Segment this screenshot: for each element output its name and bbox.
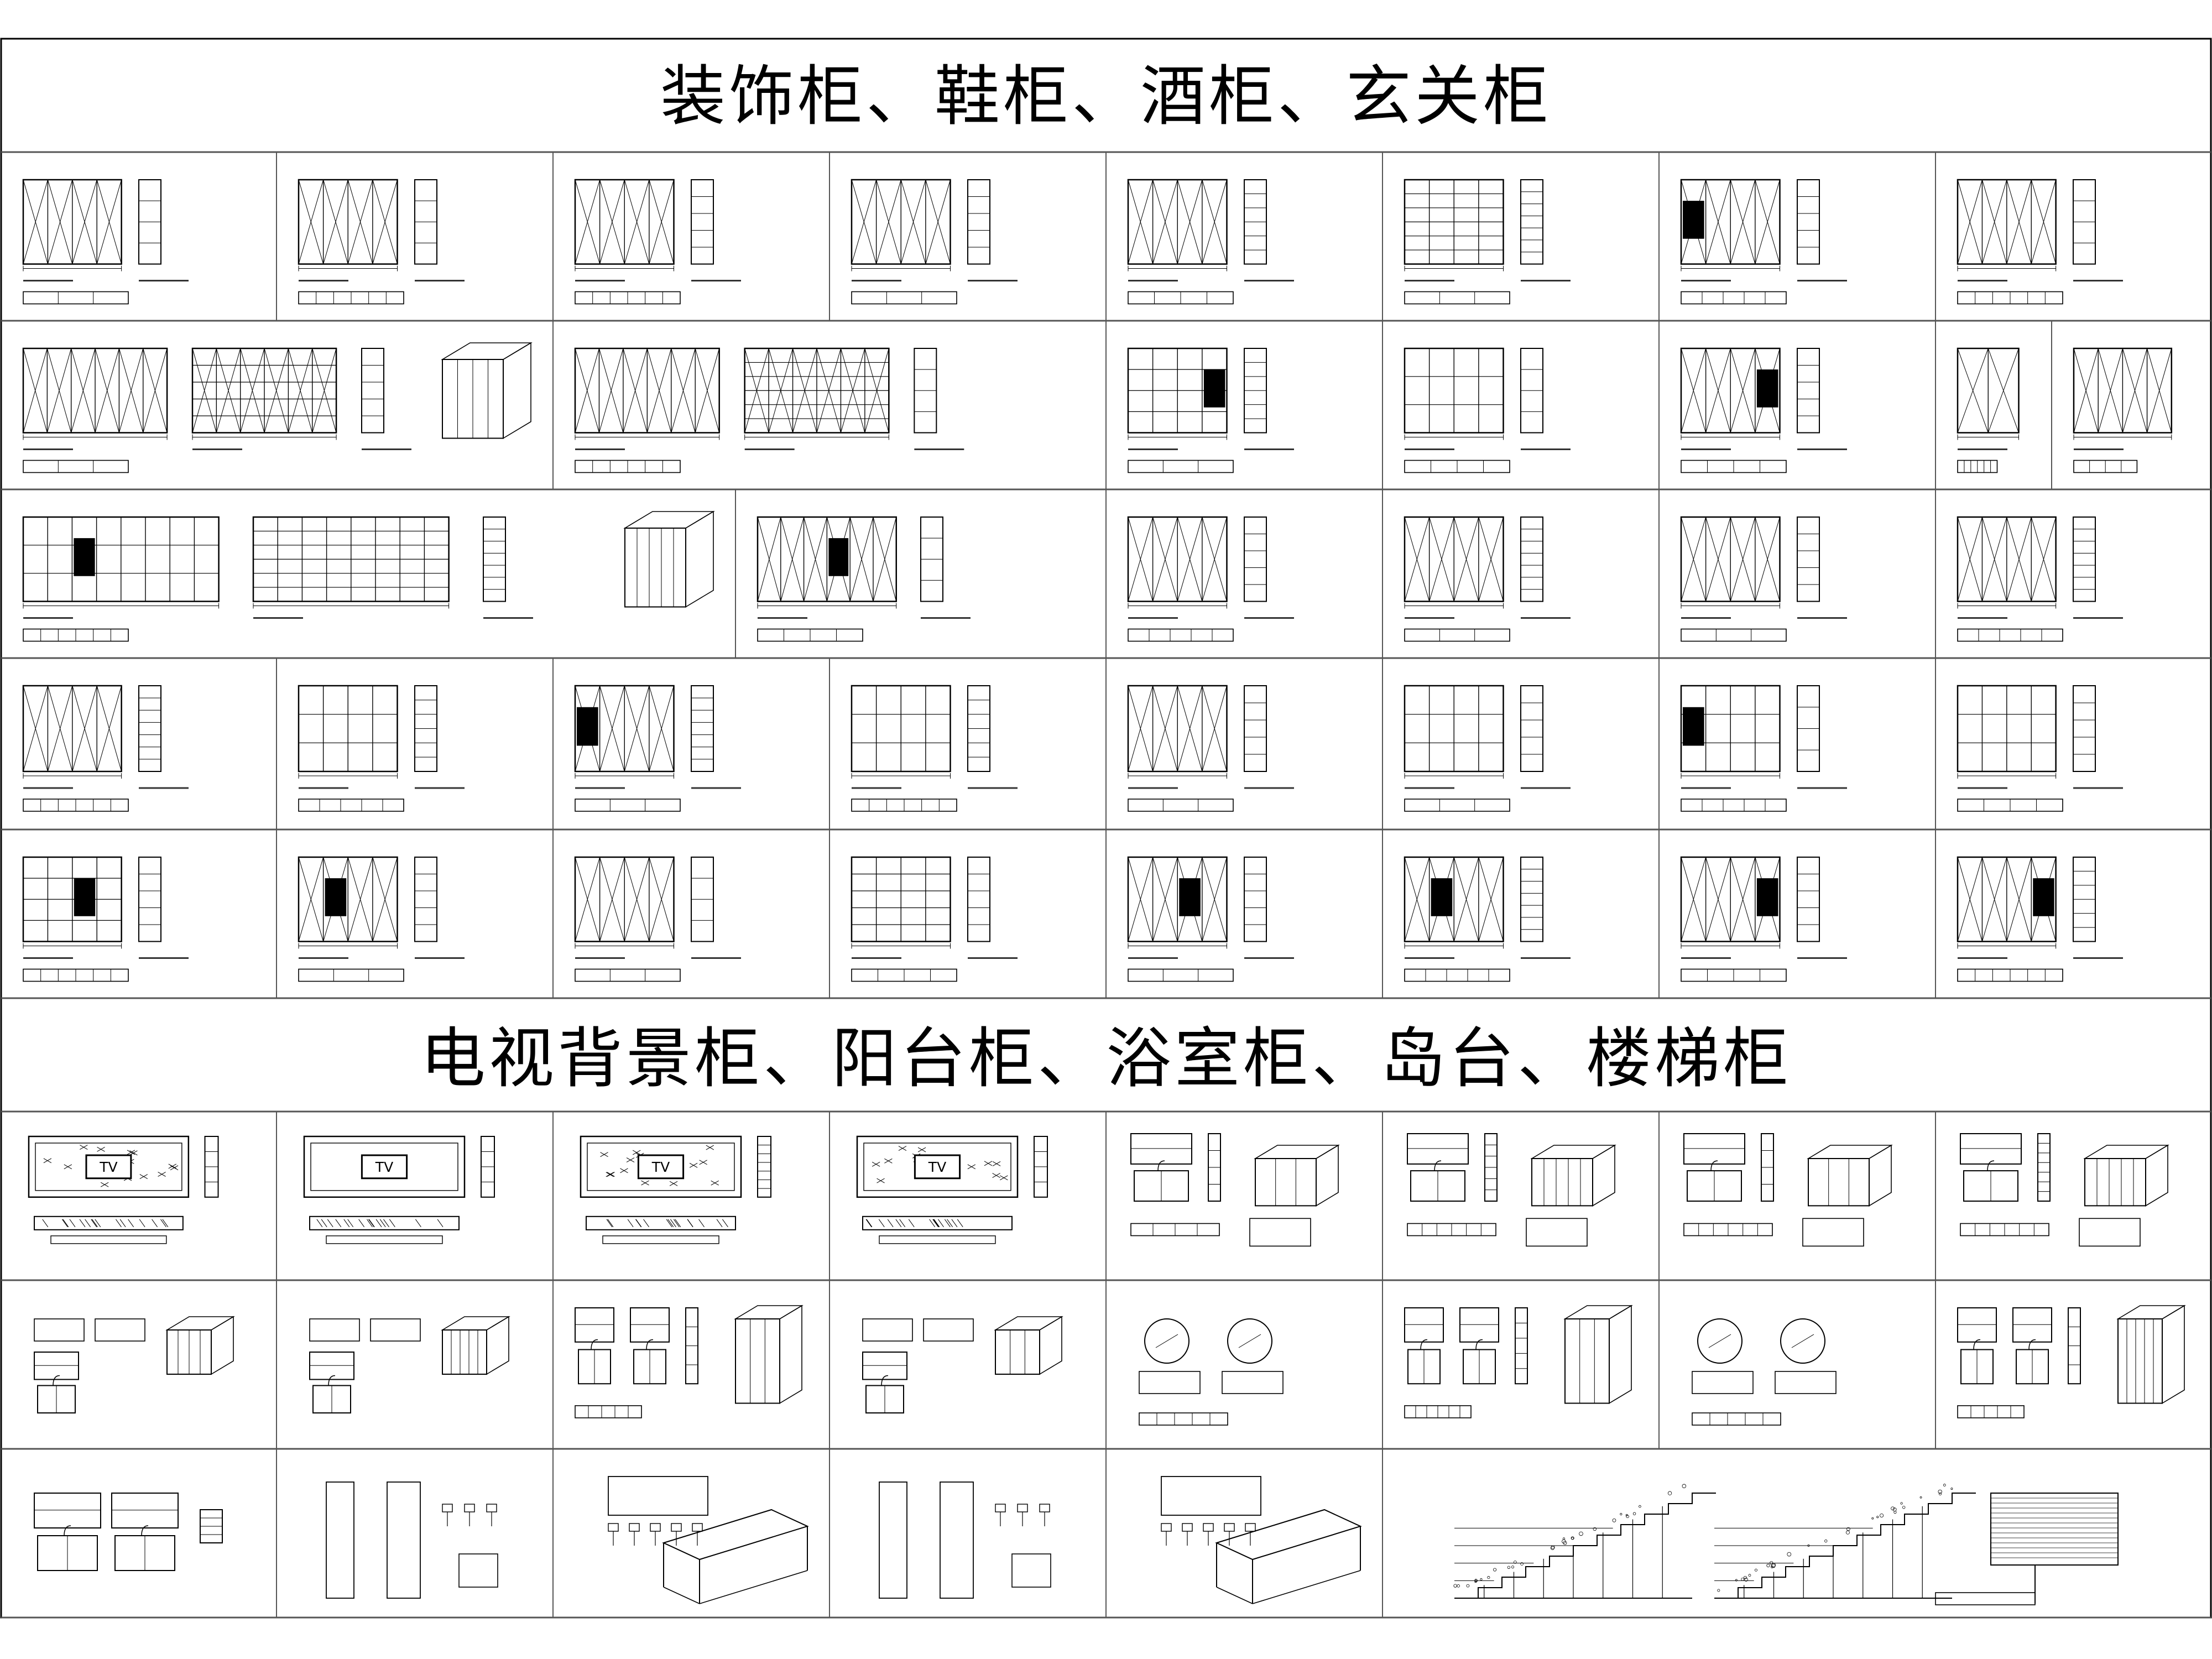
drawing-thumbnail-r5-c7 [1957, 856, 2123, 982]
drawing-thumbnail-r7-c2: TV [580, 1135, 771, 1244]
drawing-thumbnail-r9-c4 [1161, 1476, 1362, 1604]
tv-label: TV [928, 1159, 946, 1175]
drawing-thumbnail-r2-c5 [1957, 347, 2020, 473]
drawing-thumbnail-r5-c1 [298, 856, 465, 982]
drawing-thumbnail-r2-c3 [1404, 347, 1571, 473]
drawing-thumbnail-r2-c1 [574, 347, 964, 473]
drawing-thumbnail-r8-c3 [862, 1316, 1063, 1413]
drawing-thumbnail-r4-c2 [574, 685, 741, 812]
drawing-thumbnail-r8-c7 [1957, 1305, 2186, 1418]
drawing-thumbnail-r7-c1: TV [303, 1135, 495, 1244]
drawing-thumbnail-r7-c4 [1130, 1133, 1340, 1247]
drawing-thumbnail-r9-c3 [879, 1481, 1051, 1599]
drawing-thumbnail-r7-c0: TV [28, 1135, 219, 1244]
drawing-thumbnail-r8-c0 [34, 1316, 235, 1413]
drawing-thumbnail-r7-c6 [1683, 1133, 1893, 1247]
drawing-thumbnail-r4-c1 [298, 685, 465, 812]
drawing-thumbnail-r3-c3 [1404, 516, 1571, 642]
drawing-thumbnail-r1-c2 [574, 179, 741, 305]
drawing-thumbnail-r8-c6 [1692, 1318, 1837, 1426]
drawing-thumbnail-r5-c3 [851, 856, 1018, 982]
drawing-thumbnail-r8-c5 [1404, 1305, 1633, 1418]
section-title-tv-bath-stair: 电视背景柜、阳台柜、浴室柜、岛台、楼梯柜 [420, 1020, 1792, 1097]
drawing-thumbnail-r9-c2 [608, 1476, 809, 1604]
drawing-thumbnail-r4-c5 [1404, 685, 1571, 812]
drawing-thumbnail-r2-c4 [1680, 347, 1847, 473]
drawing-thumbnail-r3-c5 [1957, 516, 2123, 642]
drawing-thumbnail-r3-c1 [757, 516, 971, 642]
drawing-thumbnail-r1-c7 [1957, 179, 2123, 305]
drawing-thumbnail-r4-c4 [1127, 685, 1294, 812]
tv-label: TV [651, 1159, 670, 1175]
drawing-thumbnail-r9-c0 [34, 1493, 223, 1571]
drawing-thumbnail-r5-c4 [1127, 856, 1294, 982]
section-title-cabinets: 装饰柜、鞋柜、酒柜、玄关柜 [660, 58, 1552, 134]
drawing-thumbnail-r7-c7 [1960, 1133, 2169, 1247]
drawing-thumbnail-r9-c5 [1453, 1484, 2119, 1605]
drawing-thumbnail-r4-c3 [851, 685, 1018, 812]
drawing-thumbnail-r7-c3: TV [856, 1135, 1048, 1244]
drawing-thumbnail-r8-c2 [575, 1305, 804, 1418]
drawing-thumbnail-r5-c0 [22, 856, 189, 982]
drawing-thumbnail-r3-c4 [1680, 516, 1847, 642]
drawing-thumbnail-r1-c1 [298, 179, 465, 305]
drawing-thumbnail-r7-c5 [1407, 1133, 1616, 1247]
drawing-thumbnail-r5-c2 [574, 856, 741, 982]
drawing-thumbnail-r2-c0 [22, 342, 533, 473]
drawing-thumbnail-r3-c2 [1127, 516, 1294, 642]
drawing-thumbnail-r1-c3 [851, 179, 1018, 305]
drawing-thumbnail-r2-c6 [2073, 347, 2173, 473]
tv-label: TV [99, 1159, 117, 1175]
drawing-thumbnail-r1-c5 [1404, 179, 1571, 305]
drawing-thumbnail-r4-c0 [22, 685, 189, 812]
drawing-thumbnail-r2-c2 [1127, 347, 1294, 473]
drawing-thumbnail-r1-c4 [1127, 179, 1294, 305]
drawing-thumbnail-r1-c0 [22, 179, 189, 305]
tv-label: TV [375, 1159, 393, 1175]
drawing-thumbnail-r8-c4 [1139, 1318, 1284, 1426]
drawing-thumbnail-r4-c7 [1957, 685, 2123, 812]
drawing-thumbnail-r8-c1 [309, 1316, 510, 1413]
drawing-thumbnail-r9-c1 [326, 1481, 498, 1599]
drawing-thumbnail-r5-c6 [1680, 856, 1847, 982]
drawing-thumbnail-r1-c6 [1680, 179, 1847, 305]
drawing-thumbnail-r5-c5 [1404, 856, 1571, 982]
drawing-thumbnail-r3-c0 [22, 510, 715, 642]
drawing-thumbnail-r4-c6 [1680, 685, 1847, 812]
